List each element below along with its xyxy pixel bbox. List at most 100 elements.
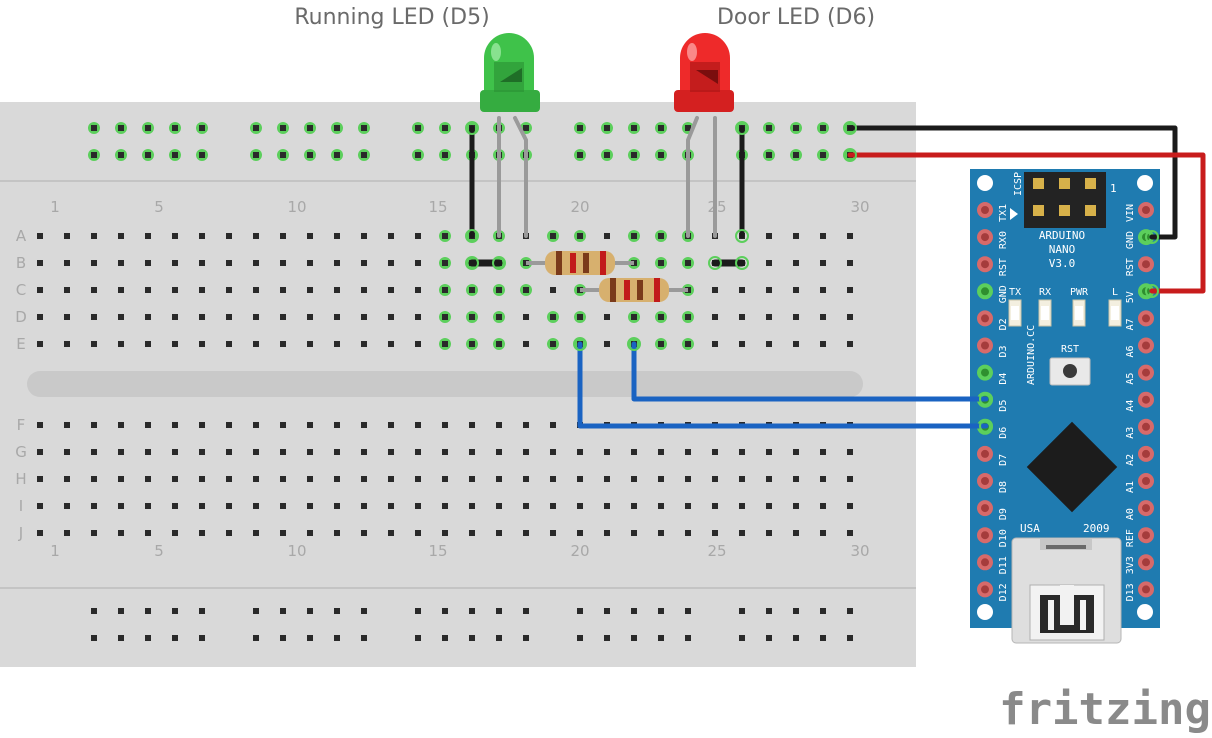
breadboard-hole[interactable] bbox=[172, 341, 178, 347]
breadboard-hole[interactable] bbox=[307, 449, 313, 455]
breadboard-hole[interactable] bbox=[145, 449, 151, 455]
breadboard-hole[interactable] bbox=[388, 341, 394, 347]
breadboard-hole[interactable] bbox=[766, 341, 772, 347]
breadboard-hole[interactable] bbox=[37, 503, 43, 509]
breadboard-hole[interactable] bbox=[91, 422, 97, 428]
power-rail-hole[interactable] bbox=[655, 122, 667, 134]
breadboard-hole[interactable] bbox=[118, 314, 124, 320]
breadboard-hole[interactable] bbox=[145, 314, 151, 320]
breadboard-hole[interactable] bbox=[820, 530, 826, 536]
breadboard-hole[interactable] bbox=[415, 449, 421, 455]
breadboard-hole[interactable] bbox=[604, 530, 610, 536]
nano-pin-left[interactable] bbox=[977, 229, 993, 246]
nano-pin-right[interactable] bbox=[1138, 581, 1154, 598]
breadboard-hole[interactable] bbox=[793, 449, 799, 455]
breadboard-hole[interactable] bbox=[307, 503, 313, 509]
breadboard-hole[interactable] bbox=[739, 314, 745, 320]
power-rail-hole[interactable] bbox=[655, 149, 667, 161]
breadboard-hole[interactable] bbox=[334, 476, 340, 482]
breadboard-hole[interactable] bbox=[793, 314, 799, 320]
breadboard-hole[interactable] bbox=[574, 311, 586, 323]
breadboard-hole[interactable] bbox=[712, 530, 718, 536]
breadboard-hole[interactable] bbox=[766, 233, 772, 239]
breadboard-hole[interactable] bbox=[361, 449, 367, 455]
breadboard-hole[interactable] bbox=[493, 338, 505, 350]
nano-pin-right[interactable] bbox=[1138, 310, 1154, 327]
breadboard-hole[interactable] bbox=[793, 503, 799, 509]
power-rail-hole[interactable] bbox=[574, 122, 586, 134]
power-rail-hole[interactable] bbox=[196, 122, 208, 134]
power-rail-hole[interactable] bbox=[277, 122, 289, 134]
nano-pin-left[interactable] bbox=[977, 364, 993, 381]
breadboard-hole[interactable] bbox=[253, 260, 259, 266]
breadboard-hole[interactable] bbox=[469, 422, 475, 428]
breadboard-hole[interactable] bbox=[64, 287, 70, 293]
breadboard-hole[interactable] bbox=[442, 422, 448, 428]
breadboard-hole[interactable] bbox=[766, 287, 772, 293]
breadboard-hole[interactable] bbox=[415, 476, 421, 482]
nano-pin-right[interactable] bbox=[1138, 391, 1154, 408]
breadboard-hole[interactable] bbox=[550, 503, 556, 509]
breadboard-hole[interactable] bbox=[469, 530, 475, 536]
breadboard-hole[interactable] bbox=[442, 503, 448, 509]
power-rail-hole[interactable] bbox=[628, 149, 640, 161]
power-rail-hole[interactable] bbox=[763, 149, 775, 161]
nano-pin-left[interactable] bbox=[977, 445, 993, 462]
breadboard-hole[interactable] bbox=[712, 341, 718, 347]
power-rail-hole[interactable] bbox=[763, 122, 775, 134]
breadboard-hole[interactable] bbox=[847, 233, 853, 239]
breadboard-hole[interactable] bbox=[334, 314, 340, 320]
power-rail-hole[interactable] bbox=[199, 635, 205, 641]
power-rail-hole[interactable] bbox=[169, 122, 181, 134]
breadboard-hole[interactable] bbox=[496, 503, 502, 509]
breadboard-hole[interactable] bbox=[466, 338, 478, 350]
breadboard-hole[interactable] bbox=[199, 449, 205, 455]
breadboard-hole[interactable] bbox=[37, 422, 43, 428]
breadboard-hole[interactable] bbox=[547, 311, 559, 323]
power-rail-hole[interactable] bbox=[115, 122, 127, 134]
breadboard-hole[interactable] bbox=[550, 287, 556, 293]
power-rail-hole[interactable] bbox=[277, 149, 289, 161]
breadboard-hole[interactable] bbox=[547, 338, 559, 350]
nano-pin-right[interactable] bbox=[1138, 337, 1154, 354]
breadboard-hole[interactable] bbox=[307, 422, 313, 428]
breadboard-hole[interactable] bbox=[172, 449, 178, 455]
power-rail-hole[interactable] bbox=[88, 149, 100, 161]
breadboard-hole[interactable] bbox=[91, 341, 97, 347]
power-rail-hole[interactable] bbox=[142, 122, 154, 134]
breadboard-hole[interactable] bbox=[415, 422, 421, 428]
breadboard-hole[interactable] bbox=[739, 449, 745, 455]
breadboard-hole[interactable] bbox=[253, 449, 259, 455]
power-rail-hole[interactable] bbox=[442, 635, 448, 641]
power-rail-hole[interactable] bbox=[253, 635, 259, 641]
power-rail-hole[interactable] bbox=[250, 122, 262, 134]
breadboard-hole[interactable] bbox=[388, 530, 394, 536]
power-rail-hole[interactable] bbox=[358, 149, 370, 161]
breadboard-hole[interactable] bbox=[226, 314, 232, 320]
breadboard-hole[interactable] bbox=[280, 233, 286, 239]
breadboard-hole[interactable] bbox=[253, 314, 259, 320]
breadboard-hole[interactable] bbox=[631, 476, 637, 482]
power-rail-hole[interactable] bbox=[766, 635, 772, 641]
power-rail-hole[interactable] bbox=[817, 149, 829, 161]
breadboard-hole[interactable] bbox=[820, 341, 826, 347]
breadboard-hole[interactable] bbox=[145, 530, 151, 536]
breadboard-hole[interactable] bbox=[199, 287, 205, 293]
breadboard-hole[interactable] bbox=[604, 503, 610, 509]
power-rail-hole[interactable] bbox=[304, 149, 316, 161]
nano-pin-left[interactable] bbox=[977, 283, 993, 300]
breadboard-hole[interactable] bbox=[307, 530, 313, 536]
breadboard-hole[interactable] bbox=[64, 449, 70, 455]
breadboard-hole[interactable] bbox=[91, 449, 97, 455]
breadboard-hole[interactable] bbox=[847, 530, 853, 536]
power-rail-hole[interactable] bbox=[577, 608, 583, 614]
breadboard-hole[interactable] bbox=[91, 233, 97, 239]
breadboard-hole[interactable] bbox=[226, 476, 232, 482]
power-rail-hole[interactable] bbox=[847, 608, 853, 614]
breadboard-hole[interactable] bbox=[226, 422, 232, 428]
breadboard-hole[interactable] bbox=[523, 530, 529, 536]
resistor-2[interactable] bbox=[580, 278, 688, 302]
breadboard-hole[interactable] bbox=[793, 260, 799, 266]
power-rail-hole[interactable] bbox=[601, 149, 613, 161]
nano-pin-left[interactable] bbox=[977, 202, 993, 218]
